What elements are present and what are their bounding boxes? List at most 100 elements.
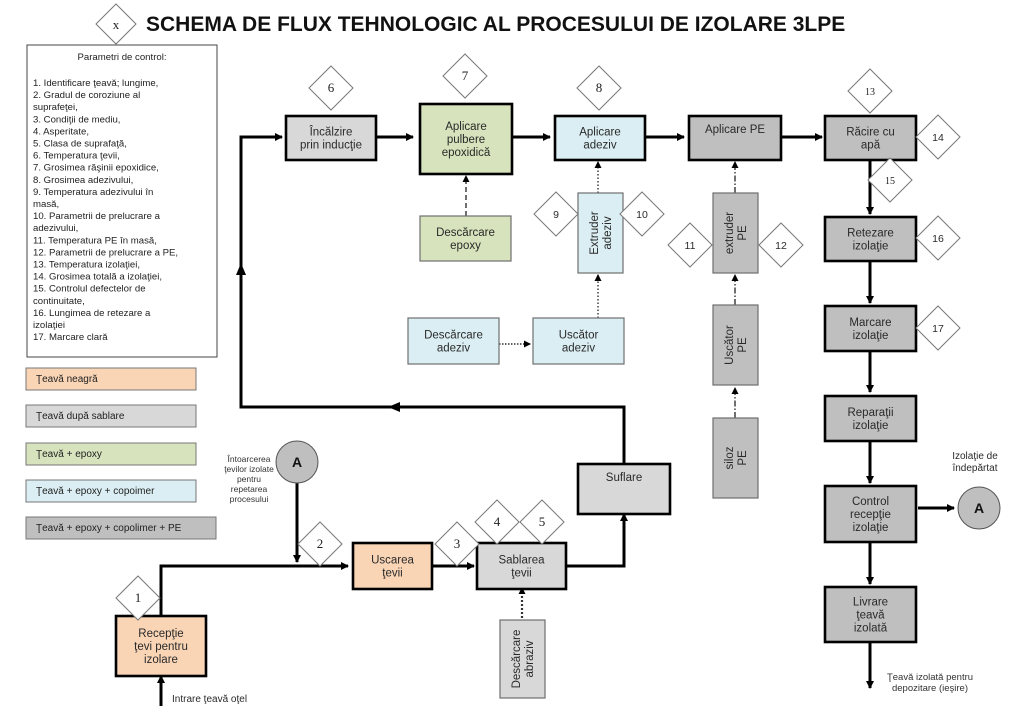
box-label: epoxidică (442, 147, 491, 159)
box-label: izolaţie (853, 420, 889, 432)
control-point-marker: 16 (915, 215, 961, 261)
marker-label: 14 (932, 132, 944, 144)
aux-flow-lines (462, 161, 739, 618)
box-label: Livrare (853, 597, 888, 609)
note-return-line: repetarea (231, 484, 268, 494)
box-label: izolată (854, 623, 888, 635)
legend-swatch (25, 516, 217, 540)
note-return-line: pentru (237, 474, 261, 484)
box-shape (823, 585, 918, 644)
page-title: SCHEMA DE FLUX TEHNOLOGIC AL PROCESULUI … (146, 13, 845, 36)
box-label: Reparaţii (847, 407, 893, 419)
box-label: izolare (144, 654, 178, 666)
legend-label: Ţeavă neagră (36, 374, 98, 385)
marker-label: 9 (553, 209, 559, 221)
params-heading: Parametri de control: (77, 52, 166, 63)
box-shape (823, 215, 918, 263)
box-label: Recepţie (138, 628, 183, 640)
marker-label: 17 (932, 323, 944, 335)
box-label: Încălzire (309, 126, 353, 139)
legend-item: Ţeavă + epoxy + copoimer (25, 479, 197, 503)
note-input: Intrare ţeavă oţel (172, 694, 247, 705)
box-label: epoxy (450, 240, 481, 252)
legend-label: Ţeavă + epoxy + copoimer (36, 486, 155, 497)
box-label: Descărcare (424, 330, 483, 342)
control-point-marker: 11 (667, 222, 713, 268)
box-shape (712, 304, 759, 386)
marker-label: 2 (317, 536, 324, 551)
box-shape (553, 114, 647, 162)
control-parameters-panel: Parametri de control: 1. Identificare ţe… (26, 44, 218, 358)
box-shape (823, 394, 918, 443)
connector-a-return[interactable]: A (275, 440, 319, 484)
box-label: izolaţie (853, 241, 889, 253)
box-shape (114, 614, 208, 678)
box-label: adeziv (437, 343, 470, 355)
marker-label: 11 (685, 240, 696, 252)
box-label: izolaţie (853, 330, 889, 342)
connector-a-remove[interactable]: A (957, 486, 1001, 530)
flow-receptie-uscarea (159, 562, 349, 616)
param-line: izolaţiei (33, 320, 65, 331)
box-label: Suflare (606, 472, 642, 484)
legend-label: Ţeavă + epoxy (36, 449, 102, 460)
box-label: ţevi pentru (134, 641, 188, 653)
title-marker: x (95, 3, 137, 45)
marker-label: 10 (636, 209, 648, 221)
legend-item: Ţeavă după sablare (25, 404, 197, 428)
title-marker-label: x (113, 17, 120, 32)
control-point-marker: 14 (915, 114, 961, 160)
param-line: 10. Parametrii de prelucrare a (33, 211, 161, 222)
marker-label: 16 (932, 233, 944, 245)
note-return-line: Întoarcerea (227, 454, 271, 464)
param-line: 13. Temperatura izolaţiei, (33, 260, 140, 271)
param-line: continuitate, (33, 296, 85, 307)
box-shape (687, 114, 783, 162)
box-shape (499, 619, 546, 699)
marker-label: 8 (596, 80, 603, 95)
main-flow-lines (157, 133, 955, 706)
legend-label: Ţeavă după sablare (36, 411, 125, 422)
control-point-marker: 2 (297, 521, 343, 567)
box-label: Marcare (849, 317, 891, 329)
marker-label: 7 (462, 68, 469, 83)
marker-label: 1 (135, 590, 142, 605)
box-shape (351, 541, 434, 591)
box-label: adeziv (562, 343, 595, 355)
param-line: adezivului, (33, 223, 78, 234)
box-label: extruder (724, 212, 736, 254)
box-label: Control (852, 496, 889, 508)
note-output-line: Ţeavă izolată pentru (887, 672, 973, 683)
box-suflare[interactable]: Suflare (576, 462, 672, 516)
box-label: Aplicare (445, 121, 487, 133)
param-line: 7. Grosimea răşinii epoxidice, (33, 163, 159, 174)
marker-label: 4 (494, 514, 501, 529)
legend-item: Ţeavă neagră (25, 367, 197, 391)
param-line: 15. Controlul defectelor de (33, 284, 146, 295)
control-point-marker: 1 (115, 575, 161, 621)
box-shape (823, 114, 918, 162)
box-aplicare-pe[interactable]: Aplicare PE (687, 114, 783, 162)
box-label: Uscarea (371, 555, 414, 567)
